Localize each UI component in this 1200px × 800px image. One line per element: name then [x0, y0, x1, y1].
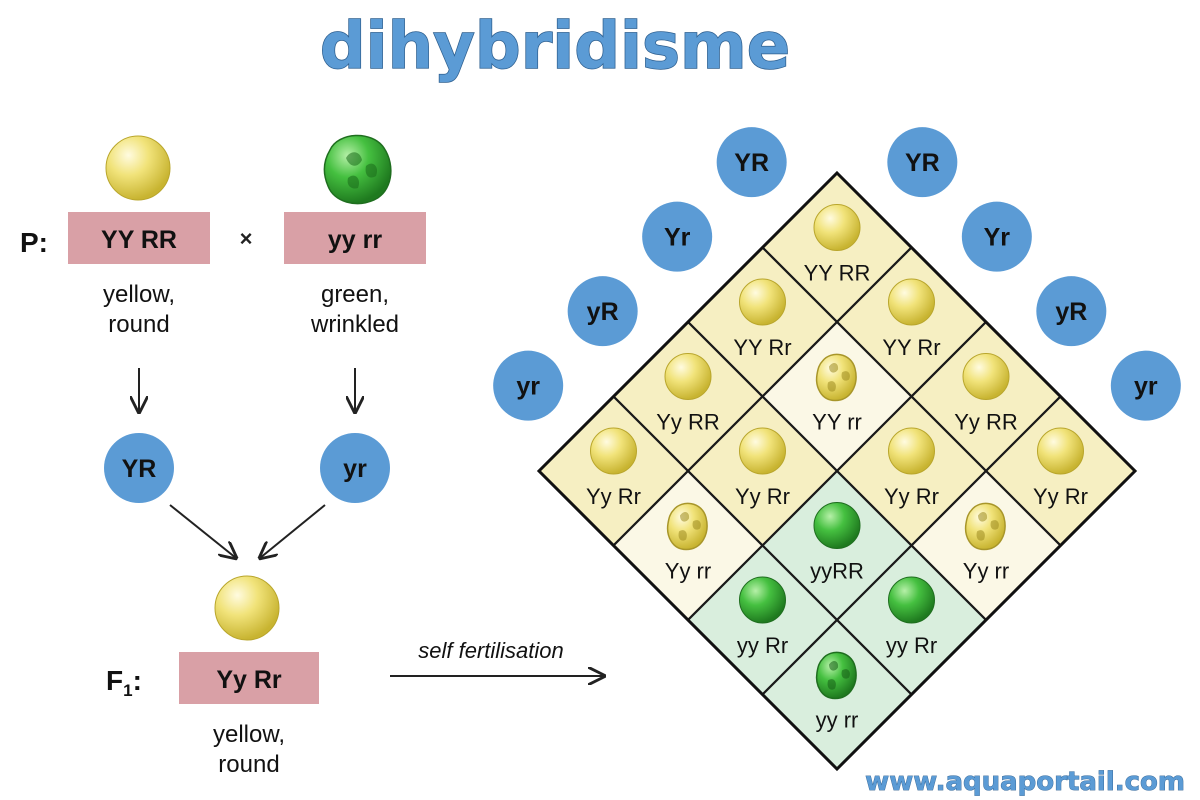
- punnett-gametes-left: YR Yr yR yr: [493, 127, 787, 421]
- punnett-gamete: yr: [493, 350, 564, 421]
- f1-seed-icon: [214, 575, 280, 641]
- green-wrinkled-seed-icon: [323, 134, 392, 205]
- parent-generation: P: YY RR × yy rr yellow, round green, wr…: [20, 134, 426, 338]
- yellow-round-seed-icon: [739, 427, 786, 475]
- svg-text:Yr: Yr: [664, 224, 691, 252]
- svg-text:YR: YR: [905, 149, 940, 177]
- f1-phenotype-1: yellow,: [213, 721, 285, 748]
- svg-text:yR: yR: [587, 298, 619, 326]
- green-round-seed-icon: [739, 576, 786, 624]
- punnett-cell-genotype: Yy Rr: [1033, 484, 1088, 509]
- punnett-gamete: yR: [1036, 276, 1107, 347]
- punnett-border: [536, 170, 1138, 772]
- punnett-gamete: Yr: [642, 201, 713, 272]
- yellow-round-seed-icon: [664, 353, 712, 400]
- parent-right-genotype: yy rr: [328, 226, 382, 254]
- punnett-cell-genotype: yy Rr: [886, 633, 937, 658]
- punnett-cell-genotype: YY rr: [812, 410, 862, 435]
- parent-gamete-right-label: yr: [343, 455, 367, 483]
- parent-gamete-right: yr: [320, 433, 390, 503]
- parent-label: P:: [20, 227, 48, 258]
- f1-genotype-box: [179, 652, 319, 704]
- f1-generation: F1: Yy Rr yellow, round: [106, 575, 319, 778]
- punnett-cell-genotype: Yy rr: [665, 559, 711, 584]
- parent-left-phenotype-1: yellow,: [103, 281, 175, 308]
- page-title: dihybridisme: [320, 10, 790, 84]
- f1-genotype: Yy Rr: [216, 666, 282, 694]
- parent-gamete-left-label: YR: [122, 455, 157, 483]
- punnett-gamete: YR: [716, 127, 787, 198]
- arrow-converge-left: [169, 504, 236, 558]
- green-round-seed-icon: [813, 502, 861, 549]
- punnett-cell-genotype: yyRR: [810, 559, 864, 584]
- svg-text:Yr: Yr: [984, 224, 1011, 252]
- yellow-round-seed-icon: [590, 427, 637, 475]
- cross-symbol: ×: [240, 226, 253, 251]
- parent-right-genotype-box: [284, 212, 426, 264]
- yellow-round-seed-icon: [739, 278, 786, 326]
- parent-right-phenotype-2: wrinkled: [310, 311, 399, 338]
- arrow-converge-right: [260, 504, 326, 558]
- punnett-gamete: yR: [567, 276, 638, 347]
- punnett-gametes-right: YR Yr yR yr: [887, 127, 1181, 421]
- punnett-cell-genotype: YY Rr: [882, 335, 940, 360]
- svg-text:yR: yR: [1055, 298, 1087, 326]
- parent-gamete-left: YR: [104, 433, 174, 503]
- green-wrinkled-seed-icon: [815, 651, 857, 700]
- yellow-round-seed-icon: [105, 135, 171, 201]
- green-round-seed-icon: [888, 576, 935, 624]
- yellow-wrinkled-seed-icon: [815, 353, 857, 402]
- yellow-round-seed-icon: [888, 278, 935, 326]
- punnett-cell-genotype: Yy rr: [963, 559, 1009, 584]
- yellow-round-seed-icon: [1037, 427, 1084, 475]
- yellow-round-seed-icon: [813, 204, 861, 251]
- parent-left-genotype-box: [68, 212, 210, 264]
- punnett-cell-genotype: Yy RR: [656, 410, 720, 435]
- parent-right-phenotype-1: green,: [321, 281, 389, 308]
- punnett-cell-genotype: YY Rr: [733, 335, 791, 360]
- punnett-cell-genotype: yy Rr: [737, 633, 788, 658]
- punnett-cell-genotype: Yy Rr: [884, 484, 939, 509]
- punnett-cell-genotype: YY RR: [804, 261, 871, 286]
- yellow-round-seed-icon: [962, 353, 1010, 400]
- yellow-wrinkled-seed-icon: [964, 502, 1006, 551]
- punnett-gamete: YR: [887, 127, 958, 198]
- punnett-cell-genotype: Yy Rr: [586, 484, 641, 509]
- punnett-gamete: Yr: [961, 201, 1032, 272]
- punnett-gamete: yr: [1110, 350, 1181, 421]
- punnett-cell-genotype: yy rr: [816, 708, 859, 733]
- f1-label: F1:: [106, 665, 142, 700]
- watermark: www.aquaportail.com: [865, 767, 1185, 797]
- yellow-wrinkled-seed-icon: [666, 502, 708, 551]
- parent-left-phenotype-2: round: [108, 311, 169, 338]
- f1-phenotype-2: round: [218, 751, 279, 778]
- punnett-square: YY RR YY Rr Yy RR Yy Rr YY Rr YY rr Yy Rr Yy rr…: [536, 170, 1138, 772]
- parent-left-genotype: YY RR: [101, 226, 177, 254]
- svg-text:YR: YR: [734, 149, 769, 177]
- self-fertilisation-label: self fertilisation: [418, 638, 564, 663]
- punnett-cell-genotype: Yy Rr: [735, 484, 790, 509]
- yellow-round-seed-icon: [888, 427, 935, 475]
- svg-text:yr: yr: [1134, 373, 1158, 401]
- svg-text:yr: yr: [516, 373, 540, 401]
- punnett-cell-genotype: Yy RR: [954, 410, 1018, 435]
